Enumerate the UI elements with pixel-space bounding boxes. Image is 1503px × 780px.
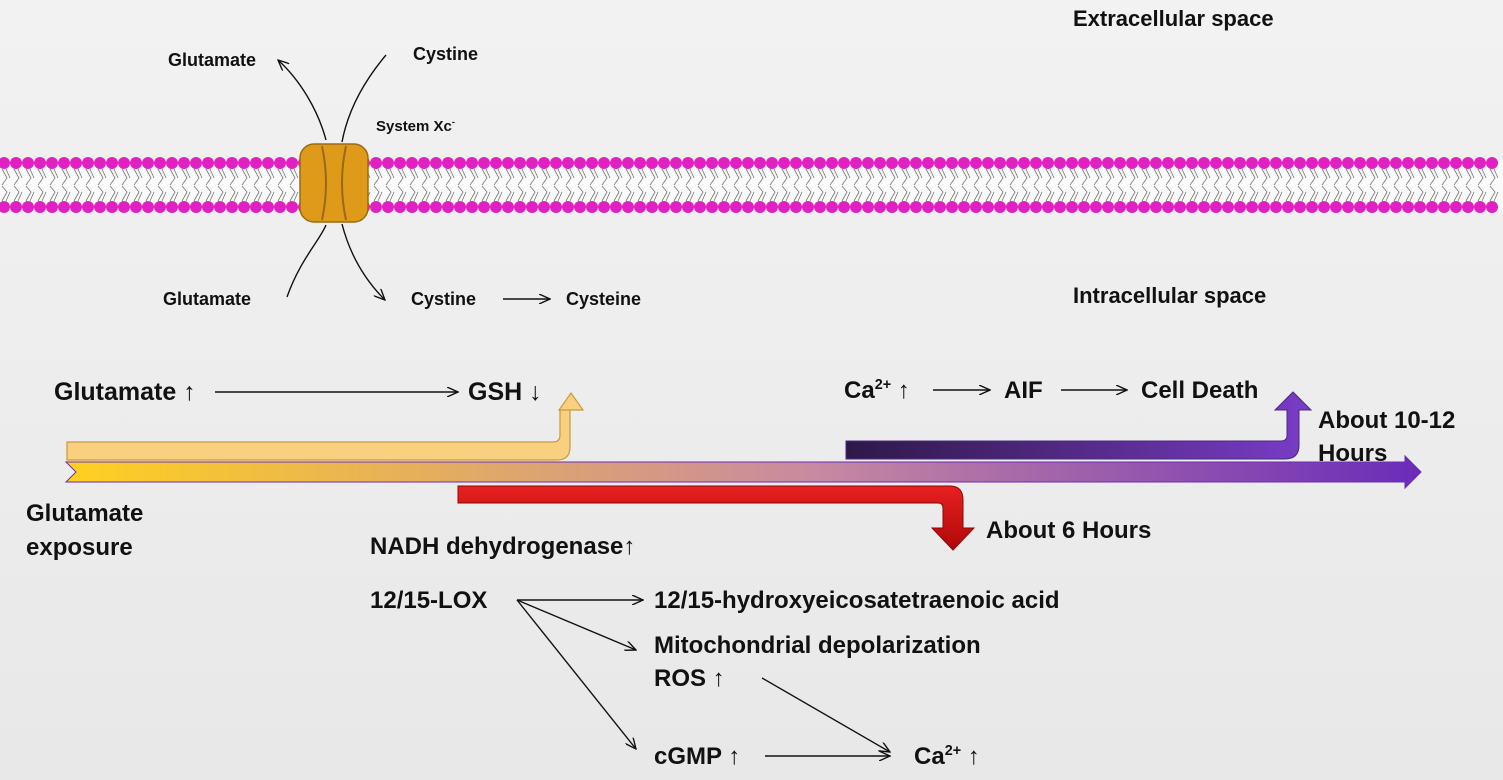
about-6-hours-label: About 6 Hours	[986, 517, 1152, 544]
aif-label: AIF	[1004, 377, 1043, 404]
lox-label: 12/15-LOX	[370, 587, 488, 614]
nadh-label: NADH dehydrogenase↑	[370, 533, 636, 560]
ros-to-ca-arrow	[761, 677, 890, 752]
lox-to-cgmp-arrow	[516, 599, 636, 749]
late-cell-death-arrow	[845, 391, 1313, 460]
about-10-12-hours-label: About 10-12 Hours	[1318, 407, 1456, 467]
cystine-extracellular-label: Cystine	[413, 44, 479, 64]
transporter-arrows	[278, 54, 550, 300]
cysteine-label: Cysteine	[566, 289, 642, 309]
intracellular-label: Intracellular space	[1073, 283, 1267, 308]
cell-membrane	[0, 157, 1503, 213]
lox-to-mito-arrow	[516, 599, 636, 650]
pathway-arrows	[215, 390, 1127, 756]
system-xc-transporter	[299, 143, 369, 223]
glutamate-intracellular-label: Glutamate	[163, 289, 252, 309]
glutamate-extracellular-label: Glutamate	[168, 50, 257, 70]
ros-up-label: ROS ↑	[654, 665, 725, 692]
system-xc-label: System Xc-	[376, 117, 455, 136]
cystine-influx-arrow-bottom	[341, 223, 385, 300]
glutamate-efflux-arrow-top	[278, 60, 327, 141]
glutamate-exposure-label: Glutamate exposure	[26, 500, 144, 561]
cell-death-label: Cell Death	[1141, 377, 1259, 404]
extracellular-label: Extracellular space	[1073, 6, 1274, 31]
cgmp-up-label: cGMP ↑	[654, 743, 741, 770]
early-gsh-arrow	[66, 391, 585, 461]
cystine-influx-arrow-top	[341, 54, 387, 143]
mito-depolarization-label: Mitochondrial depolarization	[654, 632, 981, 659]
hete-label: 12/15-hydroxyeicosatetraenoic acid	[654, 587, 1060, 614]
six-hour-arrow	[457, 485, 976, 551]
glutamate-efflux-arrow	[286, 224, 327, 298]
glutamate-up-label: Glutamate ↑	[54, 378, 196, 406]
gsh-down-label: GSH ↓	[468, 378, 542, 406]
ca-up-late-label: Ca2+ ↑	[844, 377, 910, 404]
ca-up-mid-label: Ca2+ ↑	[914, 743, 980, 770]
cystine-intracellular-label: Cystine	[411, 289, 477, 309]
timeline-arrow	[64, 454, 1422, 490]
